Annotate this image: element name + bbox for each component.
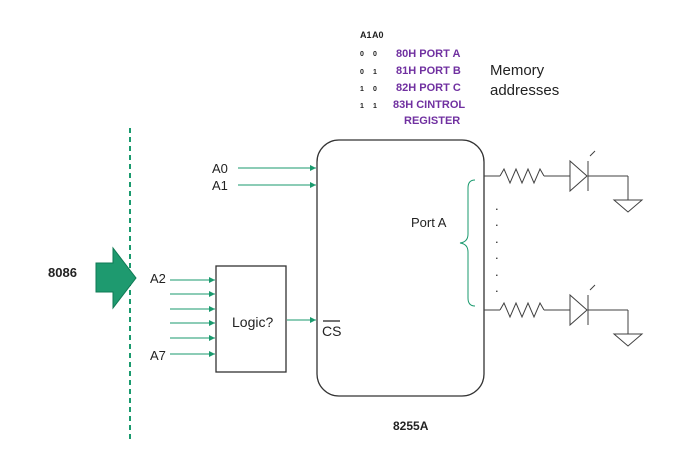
logic-label: Logic? <box>232 314 273 330</box>
led-circuit-top <box>484 150 644 213</box>
row2-label: 81H PORT B <box>396 65 461 77</box>
dot: . <box>495 264 499 279</box>
led-emission-mark <box>589 284 596 291</box>
row2-a1: 0 <box>360 69 364 76</box>
port-a-brace <box>459 179 476 307</box>
input-a1-label: A1 <box>212 178 228 193</box>
memory-label-line2: addresses <box>490 82 559 99</box>
header-a0: A0 <box>372 30 384 40</box>
resistor-icon <box>499 167 545 185</box>
dot: . <box>495 280 499 295</box>
row2-a0: 1 <box>373 69 377 76</box>
dot: . <box>495 198 499 213</box>
led-emission-mark <box>589 150 596 157</box>
row3-a0: 0 <box>373 86 377 93</box>
memory-label-line1: Memory <box>490 62 545 79</box>
row1-a1: 0 <box>360 51 364 58</box>
resistor-icon <box>499 301 545 319</box>
logic-box <box>215 265 287 373</box>
chip-label: 8255A <box>393 419 429 433</box>
ground-icon <box>612 333 644 347</box>
row3-label: 82H PORT C <box>396 82 461 94</box>
header-a1: A1 <box>360 30 372 40</box>
row4-label-cont: REGISTER <box>404 115 460 127</box>
led-diode-icon <box>569 159 588 193</box>
row1-label: 80H PORT A <box>396 48 460 60</box>
dot: . <box>495 214 499 229</box>
input-a0-label: A0 <box>212 161 228 176</box>
ground-icon <box>612 199 644 213</box>
address-table: A1 A0 0 0 80H PORT A 0 1 81H PORT B 1 0 … <box>360 30 465 127</box>
cpu-bus-arrow <box>95 246 137 310</box>
led-diode-icon <box>569 293 588 327</box>
row4-a1: 1 <box>360 103 364 110</box>
row4-a0: 1 <box>373 103 377 110</box>
row1-a0: 0 <box>373 51 377 58</box>
row3-a1: 1 <box>360 86 364 93</box>
cs-label: CS <box>322 323 341 339</box>
led-circuit-bottom <box>484 284 644 347</box>
dot: . <box>495 247 499 262</box>
port-a-label: Port A <box>411 215 447 230</box>
dot: . <box>495 231 499 246</box>
port-dots: . . . . . . <box>495 198 499 295</box>
chip-8255a-box <box>316 139 485 397</box>
input-a7-label: A7 <box>150 348 166 363</box>
row4-label: 83H CINTROL <box>393 99 465 111</box>
input-a2-label: A2 <box>150 271 166 286</box>
cpu-label: 8086 <box>48 265 77 280</box>
